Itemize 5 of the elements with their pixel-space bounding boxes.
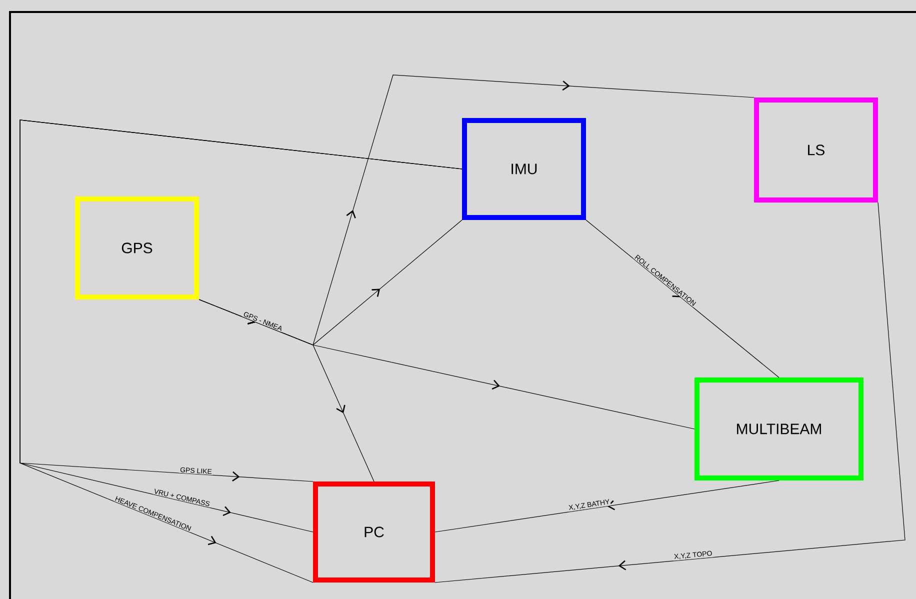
device-box: MULTIBEAM <box>694 378 864 480</box>
device-box: LS <box>754 98 878 202</box>
device-box: GPS <box>75 196 199 300</box>
device-box: IMU <box>462 118 586 220</box>
device-box: PC <box>313 482 435 582</box>
